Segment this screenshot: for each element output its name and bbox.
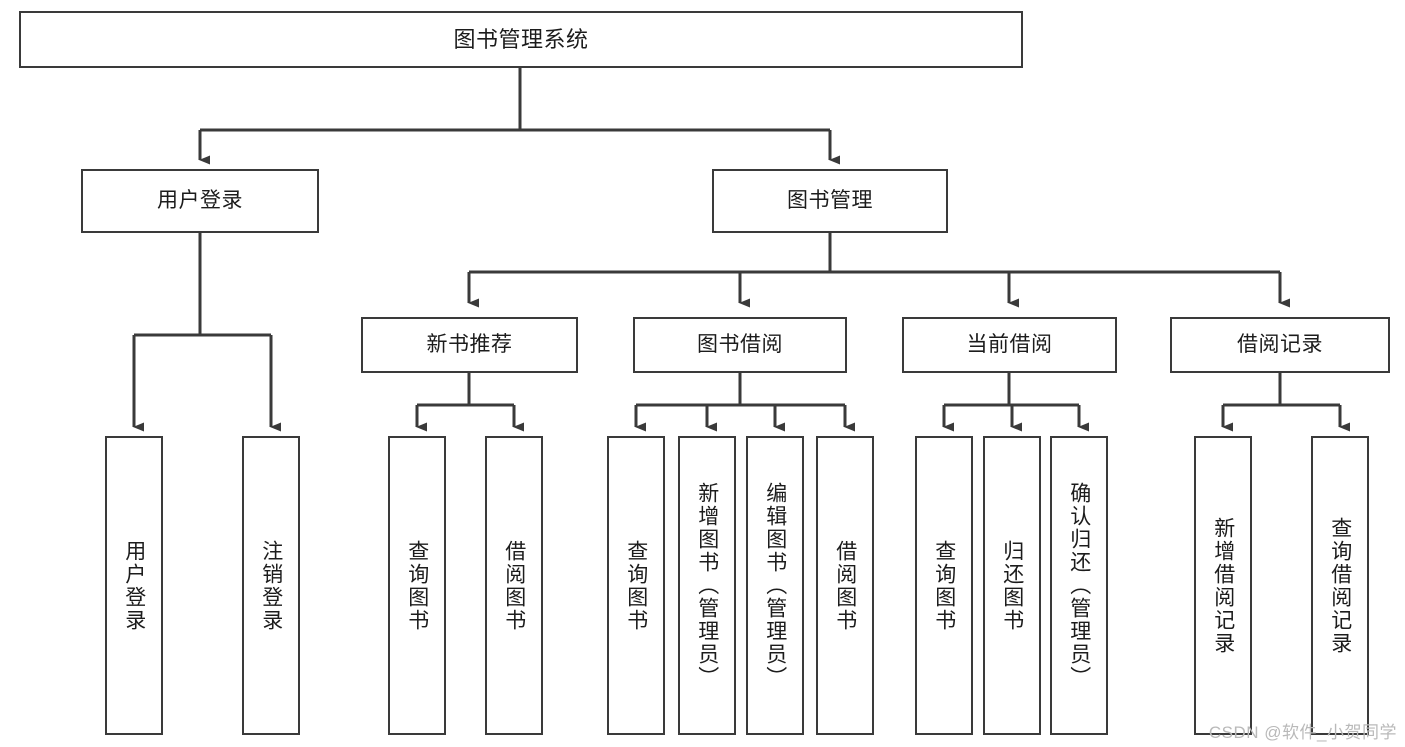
node-label: 归还图书: [1000, 539, 1024, 632]
node-leaf-query-book-borrow[interactable]: 查询图书: [607, 436, 665, 735]
node-leaf-add-book-admin[interactable]: 新增图书（管理员）: [678, 436, 736, 735]
node-leaf-confirm-return-admin[interactable]: 确认归还（管理员）: [1050, 436, 1108, 735]
node-current-borrow[interactable]: 当前借阅: [902, 317, 1117, 373]
node-label: 新增图书（管理员）: [695, 482, 719, 689]
node-label: 当前借阅: [966, 332, 1053, 356]
csdn-watermark: CSDN @软件_小贺同学: [1208, 723, 1397, 742]
node-label: 借阅记录: [1237, 332, 1323, 356]
node-label: 用户登录: [157, 188, 243, 212]
node-label: 图书借阅: [697, 332, 783, 356]
node-label: 查询图书: [405, 539, 429, 632]
node-label: 图书管理系统: [453, 26, 589, 52]
node-book-management[interactable]: 图书管理: [712, 169, 948, 233]
node-leaf-query-book-current[interactable]: 查询图书: [915, 436, 973, 735]
node-leaf-query-book-recommend[interactable]: 查询图书: [388, 436, 446, 735]
node-leaf-borrow-book-recommend[interactable]: 借阅图书: [485, 436, 543, 735]
node-label: 确认归还（管理员）: [1067, 482, 1091, 689]
node-leaf-return-book[interactable]: 归还图书: [983, 436, 1041, 735]
node-label: 查询图书: [624, 539, 648, 632]
node-borrow-records[interactable]: 借阅记录: [1170, 317, 1390, 373]
node-label: 注销登录: [259, 539, 283, 632]
node-book-borrow[interactable]: 图书借阅: [633, 317, 847, 373]
node-root-book-management-system[interactable]: 图书管理系统: [19, 11, 1023, 68]
node-user-login[interactable]: 用户登录: [81, 169, 319, 233]
node-new-book-recommend[interactable]: 新书推荐: [361, 317, 578, 373]
node-label: 查询借阅记录: [1328, 516, 1352, 655]
node-label: 图书管理: [787, 188, 873, 212]
node-label: 用户登录: [122, 539, 146, 632]
node-leaf-logout[interactable]: 注销登录: [242, 436, 300, 735]
node-leaf-borrow-book[interactable]: 借阅图书: [816, 436, 874, 735]
node-leaf-user-login[interactable]: 用户登录: [105, 436, 163, 735]
node-leaf-edit-book-admin[interactable]: 编辑图书（管理员）: [746, 436, 804, 735]
node-label: 编辑图书（管理员）: [763, 482, 787, 689]
node-label: 新书推荐: [426, 332, 513, 356]
node-leaf-query-borrow-record[interactable]: 查询借阅记录: [1311, 436, 1369, 735]
node-label: 新增借阅记录: [1211, 516, 1235, 655]
node-label: 查询图书: [932, 539, 956, 632]
node-leaf-add-borrow-record[interactable]: 新增借阅记录: [1194, 436, 1252, 735]
node-label: 借阅图书: [502, 539, 526, 632]
node-label: 借阅图书: [833, 539, 857, 632]
